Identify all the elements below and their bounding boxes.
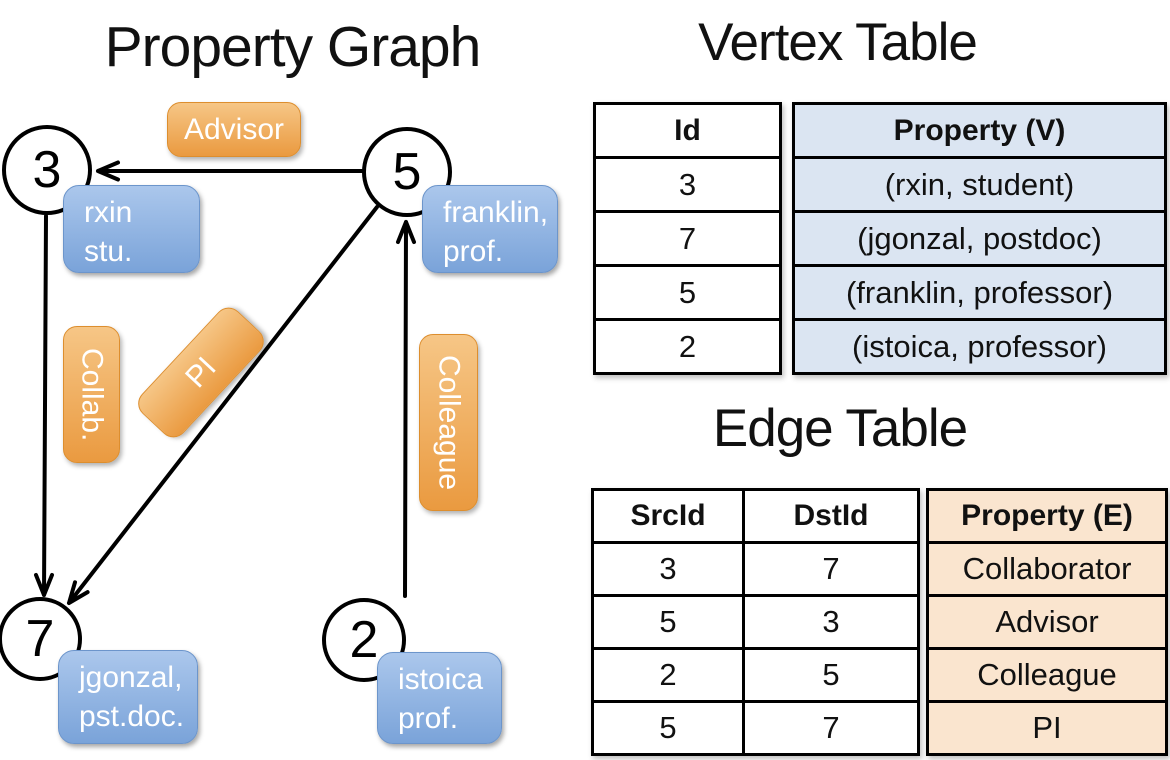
vertex-prop-box-istoica: istoica prof. [377,652,502,744]
vertex-table-property-column: Property (V) (rxin, student) (jgonzal, p… [795,105,1164,372]
edge-src-cell: 5 [594,594,742,647]
edge-arrow-colleague-2-to-5 [396,220,416,598]
vertex-prop-line: istoica [398,663,484,696]
edge-src-cell: 3 [594,541,742,594]
edge-table-property-group: Property (E) Collaborator Advisor Collea… [926,488,1168,756]
edge-src-cell: 2 [594,647,742,700]
edge-dst-cell: 5 [745,647,917,700]
vertex-table-id-header: Id [674,113,701,147]
edge-property-cell: Collaborator [929,541,1165,594]
edge-arrow-pi-5-to-7 [67,205,379,605]
edge-dst-cell: 7 [745,700,917,753]
vertex-prop-line: franklin, [443,196,549,229]
edge-property-cell: PI [929,700,1165,753]
node-id: 7 [25,610,55,668]
node-id: 2 [349,611,379,669]
vertex-id-cell: 2 [596,318,779,372]
vertex-prop-line: prof. [443,235,504,268]
vertex-prop-box-rxin: rxin stu. [63,185,200,273]
edge-table-dst-header: DstId [793,499,869,532]
vertex-table: Id 3 7 5 2 Property (V) (rxin, student) … [593,102,1167,375]
edge-arrow-advisor-5-to-3 [96,160,364,182]
edge-label-colleague: Colleague [419,334,478,511]
edge-property-cell: Advisor [929,594,1165,647]
edge-arrow-collab-3-to-7 [34,214,54,597]
edge-table-src-column: SrcId 3 5 2 5 [594,491,742,753]
vertex-prop-line: stu. [84,235,133,268]
vertex-prop-line: jgonzal, [79,661,183,694]
vertex-property-cell: (jgonzal, postdoc) [795,210,1164,264]
vertex-table-id-group: Id 3 7 5 2 [593,102,782,375]
edge-dst-cell: 3 [745,594,917,647]
vertex-property-cell: (franklin, professor) [795,264,1164,318]
edge-table-property-header: Property (E) [961,499,1133,532]
vertex-id-cell: 5 [596,264,779,318]
vertex-table-property-header: Property (V) [893,113,1066,147]
property-graph-title: Property Graph [104,15,482,79]
vertex-table-property-group: Property (V) (rxin, student) (jgonzal, p… [792,102,1167,375]
vertex-id-cell: 3 [596,156,779,210]
edge-table-property-column: Property (E) Collaborator Advisor Collea… [929,491,1165,753]
vertex-property-cell: (rxin, student) [795,156,1164,210]
node-circle-2: 2 [322,598,406,682]
edge-table-src-header: SrcId [630,499,706,532]
edge-table-ids-group: SrcId 3 5 2 5 DstId 7 3 5 7 [591,488,920,756]
edge-src-cell: 5 [594,700,742,753]
node-id: 3 [32,141,62,199]
node-circle-3: 3 [2,125,92,215]
node-id: 5 [392,143,422,201]
vertex-table-id-column: Id 3 7 5 2 [596,105,779,372]
edge-property-cell: Colleague [929,647,1165,700]
vertex-prop-box-jgonzal: jgonzal, pst.doc. [58,650,198,744]
vertex-table-title: Vertex Table [698,13,978,72]
edge-table-title: Edge Table [712,399,968,458]
vertex-prop-line: pst.doc. [79,700,185,733]
vertex-prop-line: rxin [84,196,133,229]
vertex-id-cell: 7 [596,210,779,264]
edge-table-dst-column: DstId 7 3 5 7 [742,491,917,753]
graph-edges [34,160,416,605]
vertex-prop-box-franklin: franklin, prof. [422,185,558,273]
edge-label-advisor: Advisor [167,102,301,157]
edge-label-collab: Collab. [63,326,120,463]
edge-dst-cell: 7 [745,541,917,594]
edge-table: SrcId 3 5 2 5 DstId 7 3 5 7 Property (E)… [591,488,1168,756]
vertex-prop-line: prof. [398,702,459,735]
vertex-property-cell: (istoica, professor) [795,318,1164,372]
